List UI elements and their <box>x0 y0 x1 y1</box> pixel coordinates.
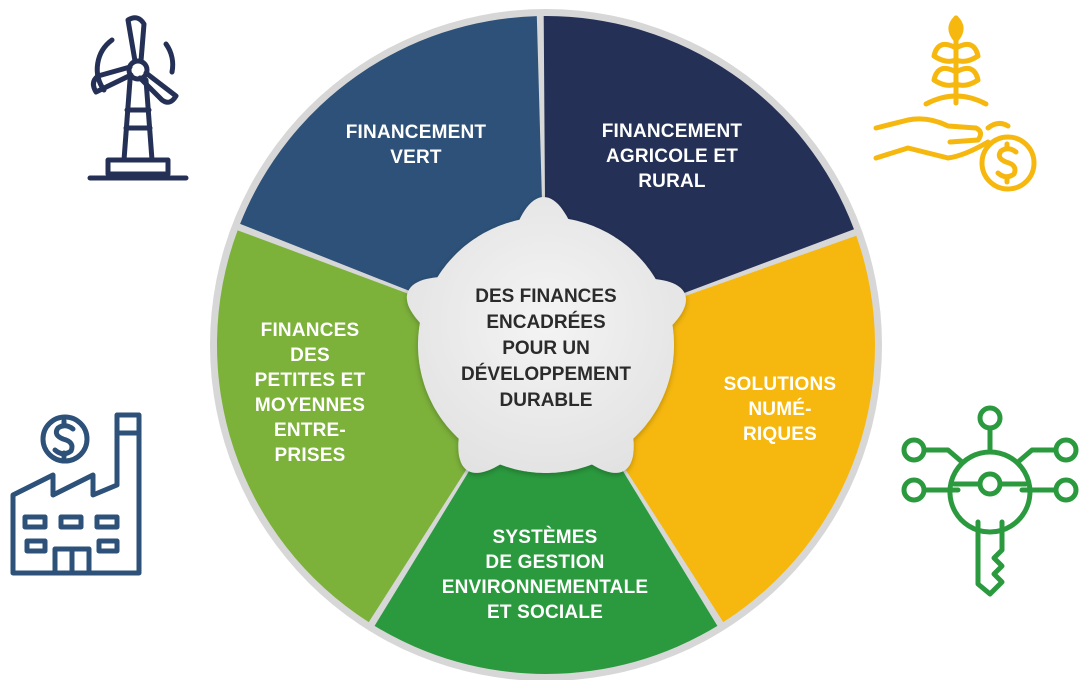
segment-finances-pme <box>240 16 544 311</box>
segment-label-solutions-numeriques: SOLUTIONS NUMÉ- RIQUES <box>723 374 837 445</box>
segment-label-financement-vert: FINANCEMENT VERT <box>345 122 487 168</box>
center-title: DES FINANCES ENCADRÉES POUR UN DÉVELOPPE… <box>461 286 631 411</box>
factory-coin-icon <box>10 412 142 576</box>
segments <box>217 15 876 675</box>
hand-plant-coin-icon <box>873 15 1037 192</box>
wind-turbine-icon <box>87 15 189 181</box>
digital-key-icon <box>901 405 1079 597</box>
segment-label-finances-pme: FINANCES DES PETITES ET MOYENNES ENTRE- … <box>254 320 366 466</box>
center-disc <box>406 197 686 473</box>
segment-label-systemes-gestion: SYSTÈMES DE GESTION ENVIRONNEMENTALE ET … <box>441 527 649 623</box>
segment-solutions-numeriques <box>374 426 718 675</box>
segment-label-financement-agricole: FINANCEMENT AGRICOLE ET RURAL <box>601 121 743 192</box>
segment-financement-vert <box>543 15 854 312</box>
